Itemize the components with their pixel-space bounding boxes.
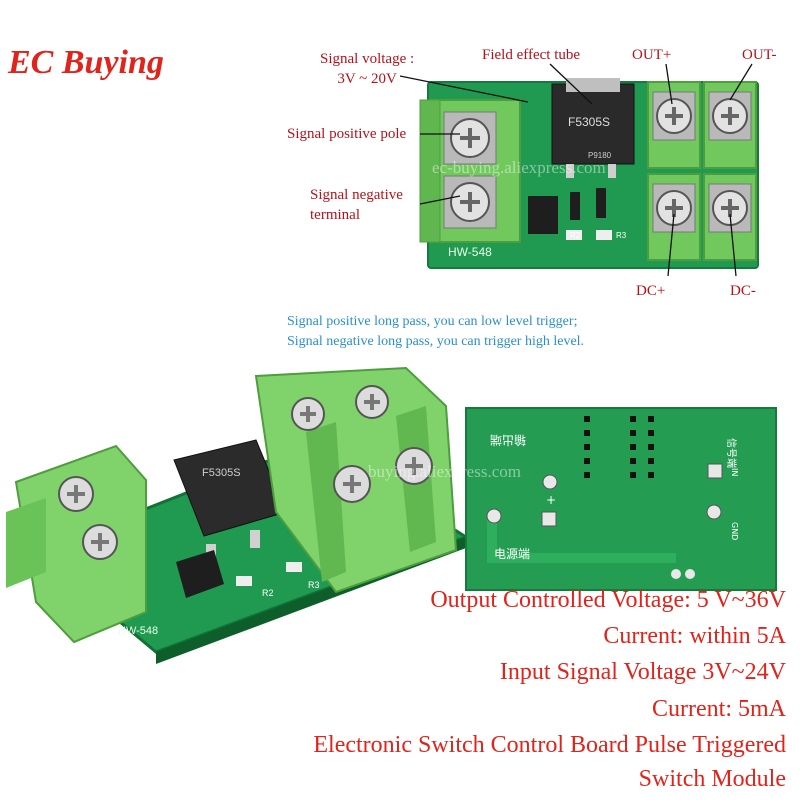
top-board-illustration: F5305S P9180 R2 R3 HW-548 [399,63,759,277]
label-dc-minus: DC- [730,283,756,299]
spec-input-current: Current: 5mA [652,696,786,722]
chip-label: F5305S [568,115,610,129]
optocoupler [528,196,558,234]
label-out-plus: OUT+ [632,47,672,63]
label-arrows [399,63,753,277]
model-label: HW-548 [448,245,492,259]
spec-output-current: Current: within 5A [603,623,786,649]
svg-text:电源端: 电源端 [494,547,530,561]
spec-product-name-line2: Switch Module [638,766,786,792]
watermark-top: ec-buying.aliexpress.com [432,158,606,177]
label-signal-negative-terminal: Signal negative terminal [310,187,403,223]
svg-text:+: + [546,493,556,507]
svg-text:IN: IN [730,468,739,476]
angled-board-illustration: F5305S R2 R3 HW-548 [6,366,470,664]
svg-text:P9180: P9180 [588,151,612,160]
label-dc-plus: DC+ [636,283,666,299]
screws-right-angled [291,385,433,503]
terminal-out-plus [647,81,701,169]
left-terminal-angled [14,444,147,644]
label-signal-voltage: Signal voltage : 3V ~ 20V [320,51,415,87]
svg-text:R3: R3 [308,580,320,590]
spec-output-voltage: Output Controlled Voltage: 5 V~36V [430,587,786,613]
label-out-minus: OUT- [742,47,777,63]
label-field-effect-tube: Field effect tube [482,47,581,63]
svg-text:R2: R2 [262,588,274,598]
brand-logo: EC Buying [8,44,164,81]
screw-signal-pos [443,111,497,165]
watermark-bottom: buying.aliexpress.com [368,462,521,481]
trigger-notes: Signal positive long pass, you can low l… [287,314,585,349]
spec-input-voltage: Input Signal Voltage 3V~24V [499,659,786,685]
mosfet-body [551,83,635,165]
svg-text:GND: GND [730,522,739,540]
spec-product-name: Electronic Switch Control Board Pulse Tr… [313,732,786,758]
svg-text:HW-548: HW-548 [118,625,158,637]
svg-text:F5305S: F5305S [202,467,241,479]
back-board-illustration: 电源端 输出端 信号端 GND IN + [465,407,777,591]
terminal-out-minus [703,81,757,169]
screw-signal-neg [443,175,497,229]
svg-text:R2: R2 [570,231,581,240]
label-signal-positive-pole: Signal positive pole [287,126,407,142]
svg-text:R3: R3 [616,231,627,240]
svg-text:信号端: 信号端 [725,438,738,468]
svg-text:输出端: 输出端 [490,433,526,448]
